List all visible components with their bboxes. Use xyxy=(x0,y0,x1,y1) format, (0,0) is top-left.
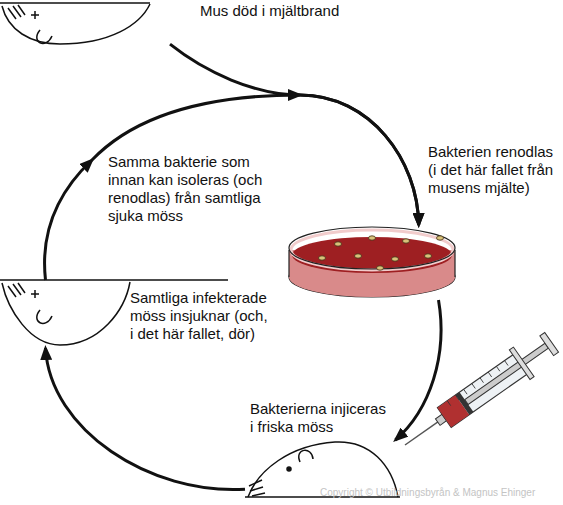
stage-node: Bakterien renodlas (i det här fallet frå… xyxy=(290,225,455,300)
colony xyxy=(377,266,384,270)
node-text: Samtliga infekterade möss insjuknar (och… xyxy=(130,289,272,343)
colony xyxy=(437,236,444,240)
bacterial-colonies xyxy=(319,236,444,270)
colony xyxy=(392,257,399,261)
syringe-ticks xyxy=(447,361,508,406)
mouse-body xyxy=(2,4,150,44)
mouse-body xyxy=(2,282,130,345)
mouse-whiskers xyxy=(8,5,25,19)
cycle-arrow xyxy=(45,95,419,280)
mouse-eye-cross xyxy=(31,290,39,298)
mouse-ear xyxy=(37,30,52,43)
mouse-ear xyxy=(299,450,313,462)
node-text: Bakterierna injiceras i friska möss xyxy=(250,400,389,436)
cycle-arrow xyxy=(395,300,441,440)
colony xyxy=(403,239,410,243)
mouse-back-line xyxy=(0,279,228,281)
dead-mouse xyxy=(0,3,150,44)
dish-agar xyxy=(292,237,452,273)
mouse-ear xyxy=(37,310,52,323)
syringe-needle xyxy=(405,419,442,445)
syringe xyxy=(395,328,562,460)
mouse-eye xyxy=(287,467,291,471)
colony xyxy=(355,254,362,258)
node-text: Bakterien renodlas (i det här fallet frå… xyxy=(428,143,560,197)
colony xyxy=(319,256,326,260)
dish-rim-highlight xyxy=(291,230,453,270)
edge-label: Samma bakterie som innan kan isoleras (o… xyxy=(108,153,273,225)
mouse-whiskers xyxy=(8,283,25,297)
node-text: Mus död i mjältbrand xyxy=(200,2,410,20)
mouse-eye-cross xyxy=(31,11,39,19)
colony xyxy=(369,236,376,240)
colony xyxy=(335,242,342,246)
petri-dish xyxy=(289,227,455,297)
dish-rim xyxy=(289,227,455,269)
syringe-flange xyxy=(509,347,534,379)
mouse-back-line xyxy=(0,2,150,4)
watermark-label: Copyright © Utbildningsbyrån & Magnus Eh… xyxy=(320,486,563,499)
mouse-whiskers xyxy=(249,480,265,496)
stage-node: Mus död i mjältbrand xyxy=(0,0,170,48)
stage-node: Samtliga infekterade möss insjuknar (och… xyxy=(0,280,130,348)
syringe-rod xyxy=(465,343,549,404)
cycle-arrow xyxy=(46,348,246,490)
syringe-thumb-rest xyxy=(540,333,559,356)
colony xyxy=(425,254,432,258)
